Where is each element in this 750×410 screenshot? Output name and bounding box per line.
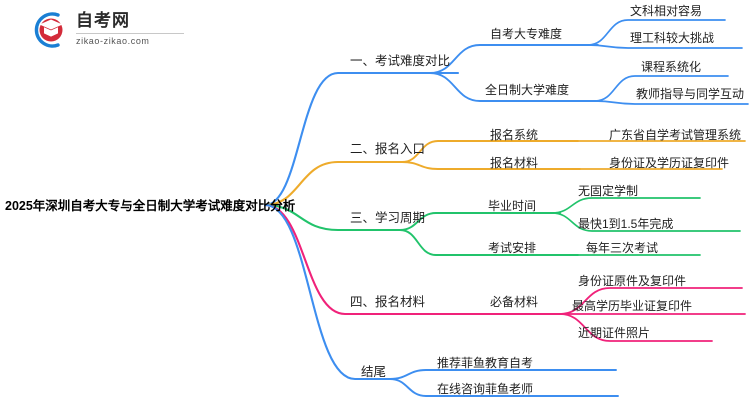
branch-4-child-1-leaf-2-label: 最高学历毕业证复印件 [572, 299, 693, 313]
branch-4-child-1-leaf-3[interactable]: 近期证件照片 [578, 327, 650, 339]
logo-name-en: zikao-zikao.com [76, 35, 150, 46]
branch-3-child-1-leaf-1[interactable]: 无固定学制 [578, 185, 638, 197]
branch-2-child-1-label: 报名系统 [490, 128, 539, 142]
graduation-cap-in-circle-icon [28, 10, 72, 50]
branch-4-child-1-leaf-2[interactable]: 最高学历毕业证复印件 [572, 300, 692, 312]
logo-name-cn: 自考网 [76, 11, 130, 30]
branch-3-child-2[interactable]: 考试安排 [488, 242, 536, 254]
branch-5-child-2[interactable]: 在线咨询菲鱼老师 [437, 383, 533, 395]
branch-5-child-1-label: 推荐菲鱼教育自考 [437, 356, 534, 370]
branch-1-child-2-leaf-2-label: 教师指导与同学互动 [636, 87, 745, 101]
branch-1-child-2-leaf-1-label: 课程系统化 [641, 60, 702, 74]
branch-1-child-1[interactable]: 自考大专难度 [490, 28, 562, 40]
branch-1-child-2-label: 全日制大学难度 [485, 83, 570, 97]
branch-3-child-1-leaf-2[interactable]: 最快1到1.5年完成 [578, 218, 673, 230]
branch-4-label: 四、报名材料 [350, 295, 426, 309]
branch-3-child-1[interactable]: 毕业时间 [488, 200, 536, 212]
branch-node-4[interactable]: 四、报名材料 [350, 296, 425, 309]
branch-2-child-1[interactable]: 报名系统 [490, 129, 538, 141]
branch-4-child-1-leaf-1[interactable]: 身份证原件及复印件 [578, 275, 686, 287]
branch-2-label: 二、报名入口 [350, 142, 426, 156]
branch-1-links [263, 19, 749, 207]
branch-2-child-1-leaf-1[interactable]: 广东省自学考试管理系统 [609, 129, 741, 141]
logo-wordmark: 自考网 zikao-zikao.com [76, 11, 188, 46]
branch-1-child-1-leaf-2[interactable]: 理工科较大挑战 [630, 32, 714, 44]
branch-3-child-1-leaf-1-label: 无固定学制 [578, 184, 639, 198]
branch-4-child-1-leaf-1-label: 身份证原件及复印件 [578, 274, 687, 288]
branch-2-child-1-leaf-1-label: 广东省自学考试管理系统 [609, 128, 742, 142]
branch-2-child-2-label: 报名材料 [490, 156, 539, 170]
branch-1-child-2-leaf-1[interactable]: 课程系统化 [641, 61, 701, 73]
branch-1-child-2-leaf-2[interactable]: 教师指导与同学互动 [636, 88, 744, 100]
branch-5-child-1[interactable]: 推荐菲鱼教育自考 [437, 357, 533, 369]
branch-1-child-1-label: 自考大专难度 [490, 27, 563, 41]
branch-1-child-1-leaf-2-label: 理工科较大挑战 [630, 31, 715, 45]
branch-3-child-1-label: 毕业时间 [488, 199, 537, 213]
branch-node-5[interactable]: 结尾 [361, 366, 386, 379]
branch-node-3[interactable]: 三、学习周期 [350, 212, 425, 225]
branch-node-1[interactable]: 一、考试难度对比 [350, 55, 450, 68]
branch-2-child-2[interactable]: 报名材料 [490, 157, 538, 169]
branch-3-label: 三、学习周期 [350, 211, 426, 225]
branch-3-child-1-leaf-2-label: 最快1到1.5年完成 [578, 217, 674, 231]
branch-2-links [263, 140, 746, 207]
branch-3-child-2-leaf-1-label: 每年三次考试 [586, 241, 659, 255]
branch-1-child-2[interactable]: 全日制大学难度 [485, 84, 569, 96]
branch-5-label: 结尾 [361, 365, 387, 379]
site-logo: 自考网 zikao-zikao.com [28, 8, 188, 52]
root-label: 2025年深圳自考大专与全日制大学考试难度对比分析 [5, 199, 296, 213]
branch-2-child-2-leaf-1-label: 身份证及学历证复印件 [609, 156, 730, 170]
branch-node-2[interactable]: 二、报名入口 [350, 143, 425, 156]
branch-4-child-1-leaf-3-label: 近期证件照片 [578, 326, 651, 340]
branch-3-child-2-leaf-1[interactable]: 每年三次考试 [586, 242, 658, 254]
logo-divider [76, 32, 184, 34]
branch-4-child-1[interactable]: 必备材料 [490, 296, 538, 308]
branch-4-child-1-label: 必备材料 [490, 295, 539, 309]
branch-2-child-2-leaf-1[interactable]: 身份证及学历证复印件 [609, 157, 729, 169]
branch-1-child-1-leaf-1[interactable]: 文科相对容易 [630, 5, 702, 17]
branch-5-child-2-label: 在线咨询菲鱼老师 [437, 382, 534, 396]
branch-1-child-1-leaf-1-label: 文科相对容易 [630, 4, 703, 18]
mindmap-root-node[interactable]: 2025年深圳自考大专与全日制大学考试难度对比分析 [5, 200, 295, 213]
branch-3-child-2-label: 考试安排 [488, 241, 537, 255]
branch-1-label: 一、考试难度对比 [350, 54, 451, 68]
